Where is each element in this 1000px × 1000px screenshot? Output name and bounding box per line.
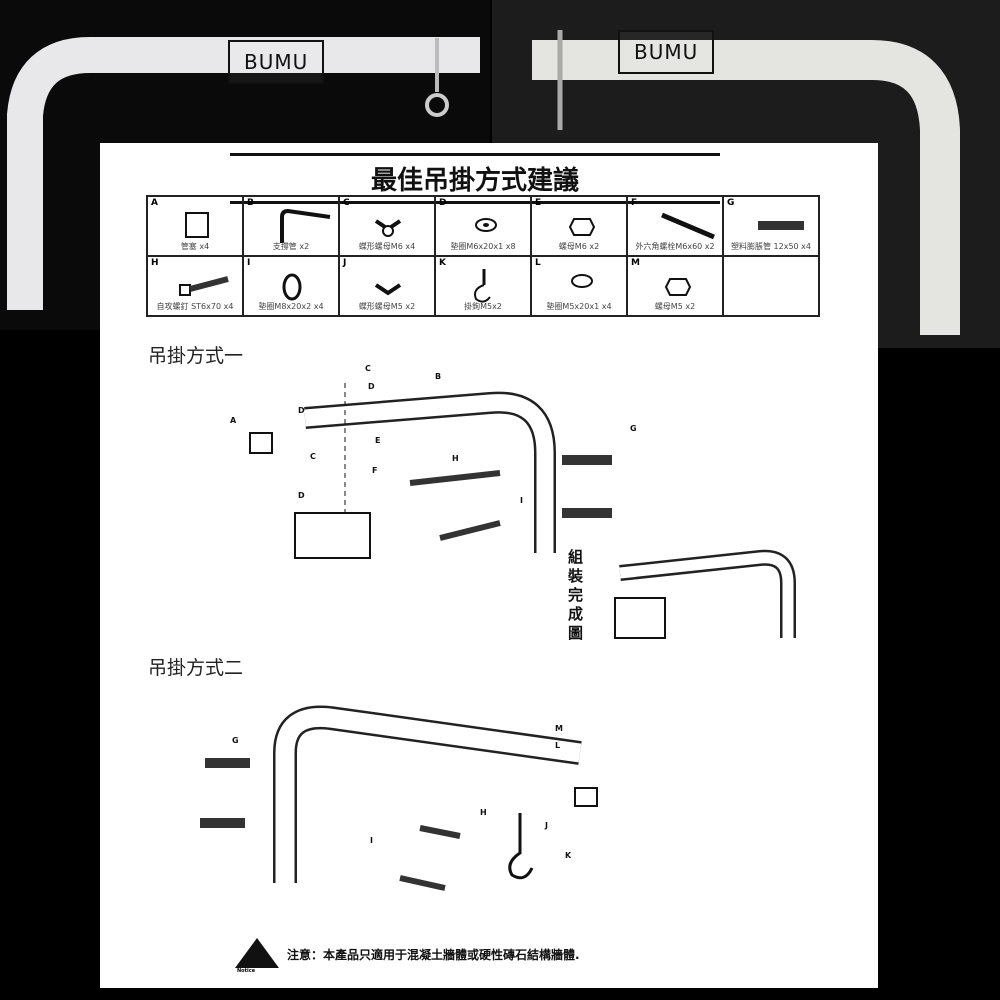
bracket-photo-right <box>532 30 960 335</box>
svg-text:H: H <box>480 808 487 817</box>
svg-text:J: J <box>544 821 548 830</box>
assembly-diagram-method-1: A B C D D E C F D G H I <box>230 364 796 639</box>
svg-text:M: M <box>555 724 563 733</box>
svg-text:G: G <box>630 424 637 433</box>
svg-text:G: G <box>232 736 239 745</box>
svg-text:C: C <box>365 364 371 373</box>
svg-text:D: D <box>298 491 305 500</box>
svg-text:C: C <box>310 452 316 461</box>
section-title-method-1: 吊掛方式一 <box>148 345 244 367</box>
svg-text:F: F <box>372 466 377 475</box>
svg-text:K: K <box>565 851 572 860</box>
svg-text:H: H <box>452 454 459 463</box>
section-title-method-2: 吊掛方式二 <box>148 657 244 679</box>
svg-text:E: E <box>375 436 380 445</box>
svg-text:I: I <box>370 836 373 845</box>
empty-cell <box>722 255 820 317</box>
warning-triangle-icon <box>235 938 279 968</box>
svg-text:L: L <box>555 741 560 750</box>
svg-text:I: I <box>520 496 523 505</box>
svg-text:B: B <box>435 372 441 381</box>
assembly-diagram-method-2: G H I M L J K <box>200 705 598 891</box>
completed-assembly-label: 組裝完成圖 <box>568 548 584 642</box>
notice-text: 注意：本產品只適用于混凝土牆體或硬性磚石結構牆體. <box>287 947 580 962</box>
svg-text:A: A <box>230 416 237 425</box>
notice: Notice 注意：本產品只適用于混凝土牆體或硬性磚石結構牆體. <box>235 938 580 974</box>
watermark-logo: BUMU <box>228 40 325 84</box>
svg-text:D: D <box>298 406 305 415</box>
watermark-logo: BUMU <box>618 30 715 74</box>
bracket-photo-left <box>6 37 480 310</box>
svg-text:D: D <box>368 382 375 391</box>
